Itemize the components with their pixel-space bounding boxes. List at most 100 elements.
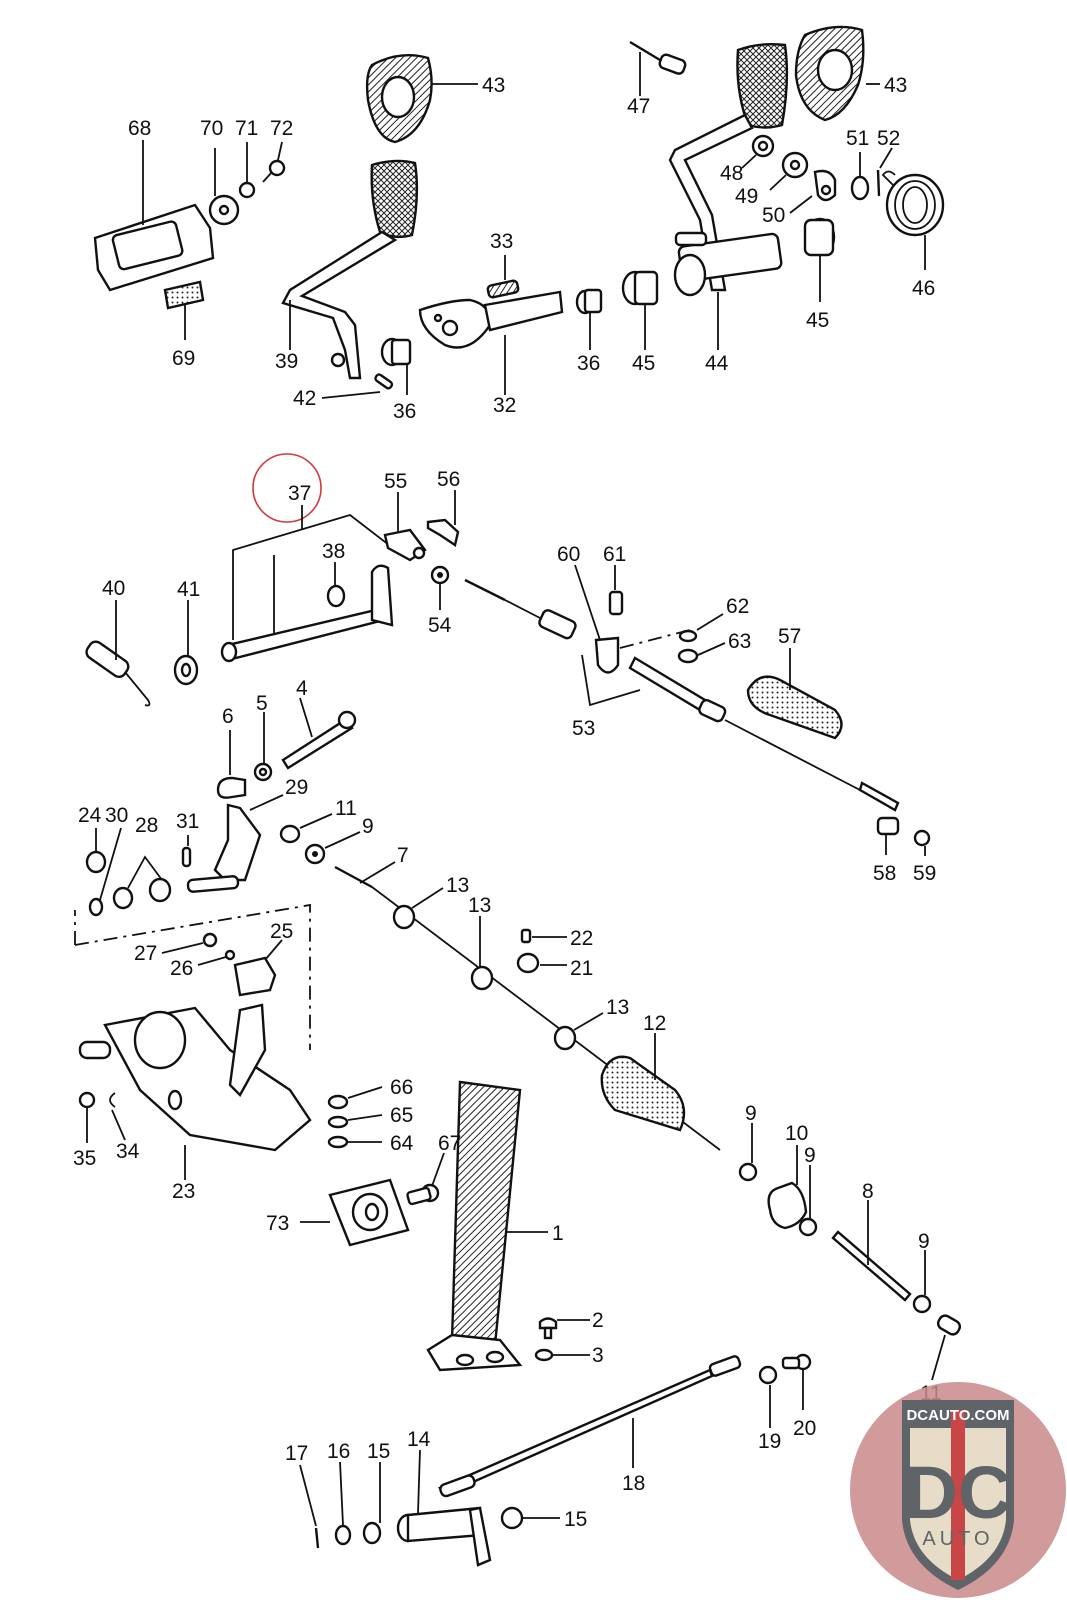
label-5: 5 — [256, 692, 268, 715]
part-30-washer — [88, 827, 122, 917]
part-11-ball-socket-b — [931, 1314, 962, 1381]
label-55: 55 — [384, 470, 407, 493]
part-52-cotter-pin — [876, 147, 893, 197]
label-17: 17 — [285, 1442, 308, 1465]
label-39: 39 — [275, 350, 298, 373]
part-35-nut — [78, 1091, 96, 1143]
part-21-clamp — [516, 952, 567, 974]
part-36-bushing-left — [380, 337, 412, 395]
label-62: 62 — [726, 595, 749, 618]
label-8: 8 — [862, 1180, 874, 1203]
label-64: 64 — [390, 1132, 414, 1155]
label-7: 7 — [397, 844, 409, 867]
label-70: 70 — [200, 117, 223, 140]
part-45-bushing-right — [803, 217, 836, 302]
part-20-ball-stud — [781, 1353, 812, 1410]
label-6: 6 — [222, 705, 234, 728]
part-40-spring — [85, 600, 151, 707]
part-38-bushing — [326, 562, 346, 608]
label-73: 73 — [266, 1212, 289, 1235]
part-73-pedal-bearing — [300, 1178, 410, 1247]
part-59-nut — [913, 829, 931, 856]
part-31-pin — [181, 835, 192, 868]
label-13-b: 13 — [468, 894, 491, 917]
label-40: 40 — [102, 577, 125, 600]
label-52: 52 — [877, 127, 900, 150]
part-72-bolt — [262, 141, 286, 183]
part-57-boot — [746, 648, 843, 740]
label-21: 21 — [570, 957, 593, 980]
part-9-nut — [304, 831, 361, 865]
label-25: 25 — [270, 920, 293, 943]
part-64-washer — [327, 1135, 382, 1149]
label-32: 32 — [493, 394, 516, 417]
part-23-pedal-base — [78, 1003, 312, 1180]
label-63: 63 — [728, 630, 751, 653]
label-54: 54 — [428, 614, 452, 637]
callout-labels: 68 70 71 72 69 43 39 42 36 32 33 36 45 4… — [73, 74, 942, 1531]
label-2: 2 — [592, 1309, 604, 1332]
label-51: 51 — [846, 127, 869, 150]
label-48: 48 — [720, 162, 743, 185]
part-56-bracket — [426, 490, 460, 547]
label-4: 4 — [296, 677, 308, 700]
label-58: 58 — [873, 862, 896, 885]
part-24-bushing — [85, 828, 107, 874]
dcauto-watermark-logo: DCAUTO.COM DC AUTO — [850, 1382, 1066, 1598]
label-9-b: 9 — [745, 1102, 757, 1125]
label-36-left: 36 — [393, 400, 416, 423]
part-43-pedal-pad-cover-right — [794, 25, 880, 122]
label-43-right: 43 — [884, 74, 907, 97]
part-34-clip — [109, 1092, 126, 1141]
part-67-bolt — [406, 1152, 445, 1206]
label-45-left: 45 — [632, 352, 655, 375]
label-24: 24 — [78, 804, 102, 827]
label-19: 19 — [758, 1430, 781, 1453]
label-9-d: 9 — [918, 1230, 930, 1253]
label-1: 1 — [552, 1222, 564, 1245]
part-68-pedal-stop — [93, 140, 215, 292]
part-51-washer — [850, 152, 870, 201]
part-4-pushrod — [281, 697, 357, 770]
part-16-washer — [334, 1461, 352, 1546]
label-49: 49 — [735, 185, 758, 208]
label-9: 9 — [362, 815, 374, 838]
label-3: 3 — [592, 1344, 604, 1367]
part-55-clevis — [383, 492, 427, 562]
label-38: 38 — [322, 540, 345, 563]
label-42: 42 — [293, 387, 316, 410]
part-49-washer — [769, 151, 809, 191]
label-14: 14 — [407, 1428, 431, 1451]
part-33-key — [486, 255, 520, 299]
label-56: 56 — [437, 468, 460, 491]
label-72: 72 — [270, 117, 293, 140]
label-61: 61 — [603, 543, 626, 566]
label-23: 23 — [172, 1180, 195, 1203]
part-37-cross-shaft — [220, 505, 403, 663]
part-28-bushings — [112, 855, 172, 910]
label-11: 11 — [335, 797, 357, 820]
part-14-lever-shaft — [396, 1449, 492, 1567]
label-18: 18 — [622, 1472, 645, 1495]
part-45-bushing-left — [621, 270, 659, 350]
part-12-boot — [600, 1033, 686, 1132]
part-71-nut — [238, 142, 256, 199]
part-66-nut — [327, 1086, 383, 1110]
part-50-clevis — [789, 169, 837, 214]
part-46-return-spring — [881, 170, 945, 270]
part-25-throttle-switch — [233, 939, 283, 997]
label-47: 47 — [627, 95, 650, 118]
part-43-pedal-pad-cover-left — [365, 54, 478, 144]
part-27-screw — [161, 932, 218, 954]
part-13-grommet-2 — [470, 916, 494, 991]
watermark-stripe — [951, 1410, 965, 1580]
label-36-right: 36 — [577, 352, 600, 375]
label-28: 28 — [135, 814, 158, 837]
part-70-washer — [208, 148, 240, 226]
label-41: 41 — [177, 578, 200, 601]
part-18-pull-rod — [437, 1355, 742, 1498]
label-59: 59 — [913, 862, 936, 885]
part-65-lockwasher — [327, 1114, 383, 1129]
part-54-nut — [430, 565, 450, 610]
